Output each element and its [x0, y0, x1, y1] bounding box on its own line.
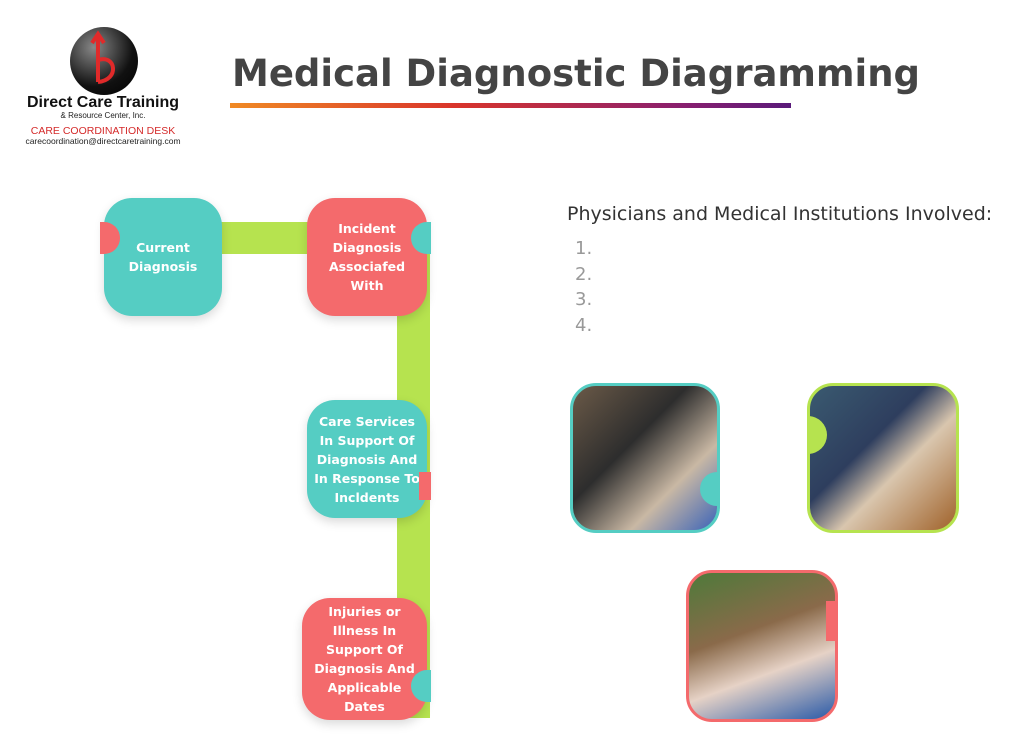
- title-underline: [230, 103, 791, 108]
- physicians-list: 1. 2. 3. 4.: [575, 236, 592, 338]
- flow-label: Current Diagnosis: [128, 240, 198, 274]
- logo-email: carecoordination@directcaretraining.com: [25, 136, 181, 146]
- physicians-heading: Physicians and Medical Institutions Invo…: [567, 203, 993, 225]
- photo-caregiver-patient: [686, 570, 838, 722]
- flow-box-injuries: Injuries or Illness In Support Of Diagno…: [302, 598, 431, 720]
- list-item: 4.: [575, 314, 593, 336]
- list-item: 1.: [575, 238, 593, 259]
- photo-stair-assistance: [807, 383, 959, 533]
- flow-box-care-services: Care Services In Support Of Diagnosis An…: [307, 400, 431, 518]
- photo-therapy-exercise: [570, 383, 720, 533]
- logo-b-icon: [90, 30, 115, 84]
- flow-label: Injuries or Illness In Support Of Diagno…: [314, 604, 415, 714]
- flow-label: Care Services In Support Of Diagnosis An…: [314, 413, 420, 505]
- connector-horizontal: [215, 222, 315, 254]
- flow-box-current-diagnosis: Current Diagnosis: [100, 198, 222, 316]
- flow-label: Incident Diagnosis Associafed With: [328, 221, 406, 293]
- logo-desk: CARE COORDINATION DESK: [30, 125, 176, 137]
- logo-name: Direct Care Training: [26, 94, 180, 111]
- flow-box-incident-diagnosis: Incident Diagnosis Associafed With: [307, 198, 431, 316]
- list-item: 3.: [575, 289, 593, 310]
- page-title: Medical Diagnostic Diagramming: [232, 52, 921, 95]
- list-item: 2.: [575, 263, 593, 285]
- logo-sub: & Resource Center, Inc.: [60, 111, 146, 120]
